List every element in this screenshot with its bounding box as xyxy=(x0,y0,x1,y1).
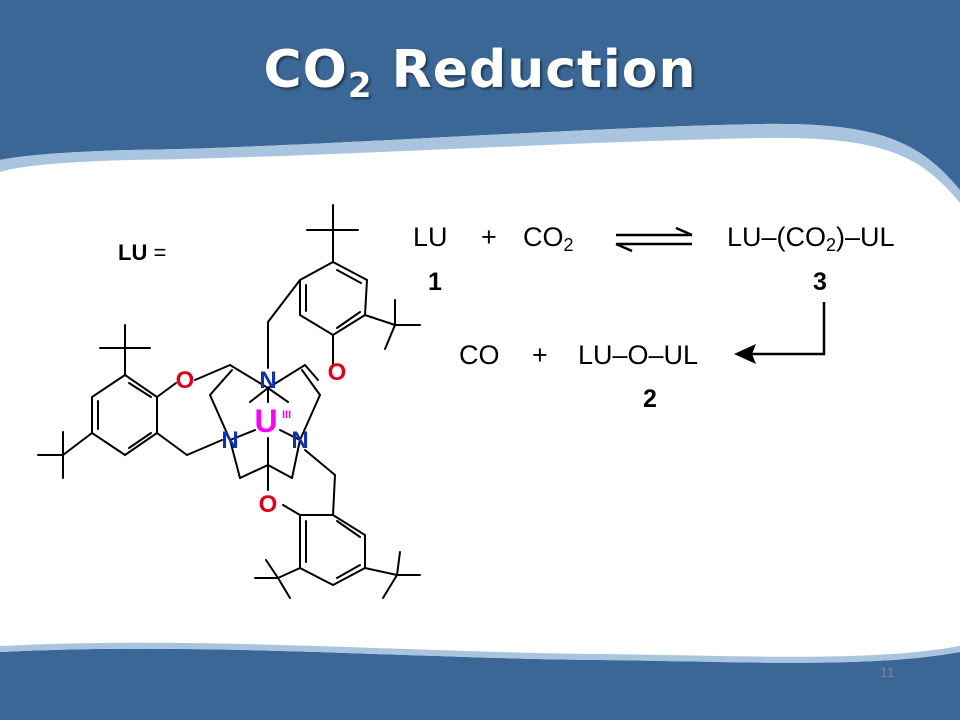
header-accent xyxy=(0,123,960,203)
reactant-lu: LU xyxy=(413,222,448,252)
slide-title: CO2 Reduction xyxy=(263,40,697,106)
atom-uranium: U xyxy=(254,403,277,439)
atom-o-left: O xyxy=(176,367,195,394)
product-lu-co2-ul: LU–(CO2)–UL xyxy=(727,222,895,255)
page-number: 11 xyxy=(880,664,895,680)
header-band xyxy=(0,0,960,190)
footer-accent xyxy=(0,642,960,663)
compound-label-2: 2 xyxy=(643,385,657,413)
atom-n-top: N xyxy=(259,367,276,394)
plus-sign-1: + xyxy=(481,222,497,252)
lu-definition-label: LU = xyxy=(118,240,167,265)
compound-label-3: 3 xyxy=(813,268,827,296)
uranium-oxidation-state: III xyxy=(282,409,291,421)
product-co: CO xyxy=(459,340,500,370)
atom-o-top: O xyxy=(328,359,347,386)
product-lu-o-ul: LU–O–UL xyxy=(578,340,699,370)
plus-sign-2: + xyxy=(532,340,548,370)
atom-n-right: N xyxy=(291,427,308,454)
footer-band xyxy=(0,648,960,720)
elbow-arrow-head xyxy=(734,344,756,364)
atom-o-bottom: O xyxy=(259,491,278,518)
atom-n-left: N xyxy=(221,427,238,454)
uranium-complex-structure: N N N O O O U III xyxy=(37,204,421,599)
reactant-co2: CO2 xyxy=(523,222,574,255)
compound-label-1: 1 xyxy=(428,268,442,296)
